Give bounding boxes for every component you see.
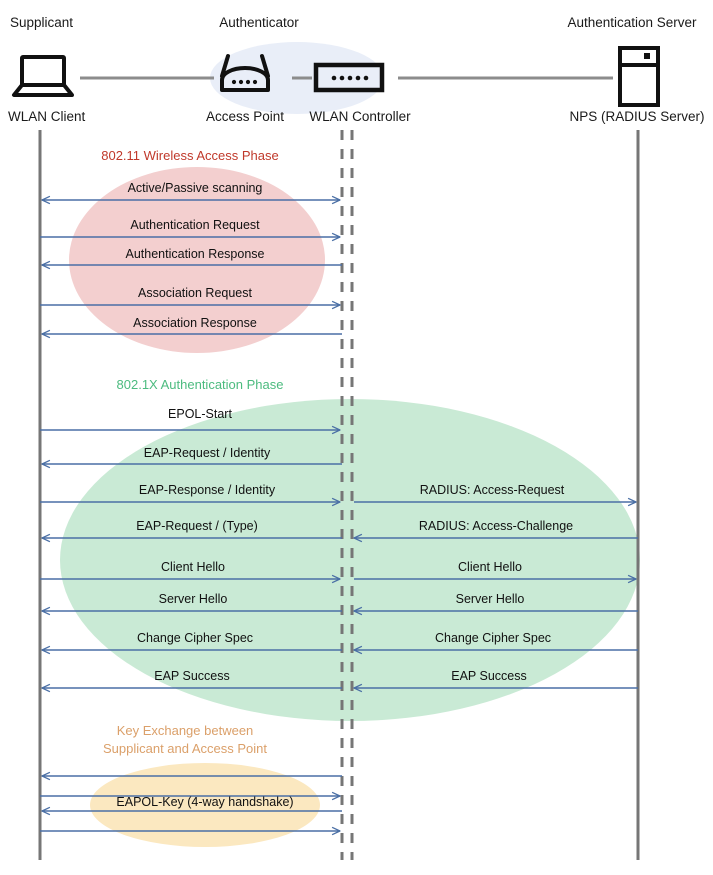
message-eap-request-identity: EAP-Request / Identity: [42, 446, 342, 464]
message-client-hello-left: Client Hello: [40, 560, 340, 579]
message-epol-start: EPOL-Start: [40, 407, 340, 430]
message-label: Active/Passive scanning: [128, 181, 263, 195]
device-label-nps-radius-server: NPS (RADIUS Server): [569, 109, 704, 124]
message-label: EPOL-Start: [168, 407, 232, 421]
role-label-supplicant: Supplicant: [10, 15, 73, 30]
message-label: EAP-Request / (Type): [136, 519, 258, 533]
message-label: EAP Success: [154, 669, 230, 683]
message-eap-success-left: EAP Success: [42, 669, 342, 688]
message-label: EAP Success: [451, 669, 527, 683]
phase-label-key-exchange-line2: Supplicant and Access Point: [103, 741, 267, 756]
message-authentication-request: Authentication Request: [40, 218, 340, 237]
role-label-auth-server: Authentication Server: [567, 15, 697, 30]
message-change-cipher-spec-right: Change Cipher Spec: [354, 631, 638, 650]
message-change-cipher-spec-left: Change Cipher Spec: [42, 631, 342, 650]
message-eap-success-right: EAP Success: [354, 669, 638, 688]
message-label: RADIUS: Access-Challenge: [419, 519, 573, 533]
message-label: EAP-Request / Identity: [144, 446, 271, 460]
message-radius-access-request: RADIUS: Access-Request: [354, 483, 636, 502]
device-label-wlan-client: WLAN Client: [8, 109, 86, 124]
access-point-icon: [220, 54, 270, 92]
message-association-request: Association Request: [40, 286, 340, 305]
message-server-hello-right: Server Hello: [354, 592, 638, 611]
device-label-access-point: Access Point: [206, 109, 284, 124]
laptop-icon: [12, 55, 74, 97]
wlan-controller-icon: [313, 62, 385, 93]
message-label: Change Cipher Spec: [137, 631, 253, 645]
message-label: Association Request: [138, 286, 252, 300]
phase-8021x-ellipse: [60, 399, 640, 721]
message-radius-access-challenge: RADIUS: Access-Challenge: [354, 519, 638, 538]
message-authentication-response: Authentication Response: [42, 247, 342, 265]
role-label-authenticator: Authenticator: [219, 15, 299, 30]
phase-label-8021x: 802.1X Authentication Phase: [117, 377, 284, 392]
server-icon: [618, 46, 660, 107]
message-server-hello-left: Server Hello: [42, 592, 342, 611]
message-eap-response-identity: EAP-Response / Identity: [40, 483, 340, 502]
device-label-wlan-controller: WLAN Controller: [309, 109, 411, 124]
message-label: Client Hello: [161, 560, 225, 574]
message-label: EAP-Response / Identity: [139, 483, 276, 497]
message-label: RADIUS: Access-Request: [420, 483, 565, 497]
message-active-passive-scanning: Active/Passive scanning: [42, 181, 340, 200]
phase-label-key-exchange-line1: Key Exchange between: [117, 723, 254, 738]
message-label: Server Hello: [159, 592, 228, 606]
phase-label-80211: 802.11 Wireless Access Phase: [101, 148, 279, 163]
message-label: Change Cipher Spec: [435, 631, 551, 645]
message-eap-request-type: EAP-Request / (Type): [42, 519, 342, 538]
message-association-response: Association Response: [42, 316, 342, 334]
message-label: Authentication Response: [126, 247, 265, 261]
message-label: Client Hello: [458, 560, 522, 574]
message-label: Authentication Request: [130, 218, 260, 232]
phase-key-exchange-ellipse: [90, 763, 320, 847]
message-label-eapol-key: EAPOL-Key (4-way handshake): [116, 795, 293, 809]
message-client-hello-right: Client Hello: [354, 560, 636, 579]
message-label: Association Response: [133, 316, 257, 330]
message-label: Server Hello: [456, 592, 525, 606]
phase-80211-ellipse: [69, 167, 325, 353]
